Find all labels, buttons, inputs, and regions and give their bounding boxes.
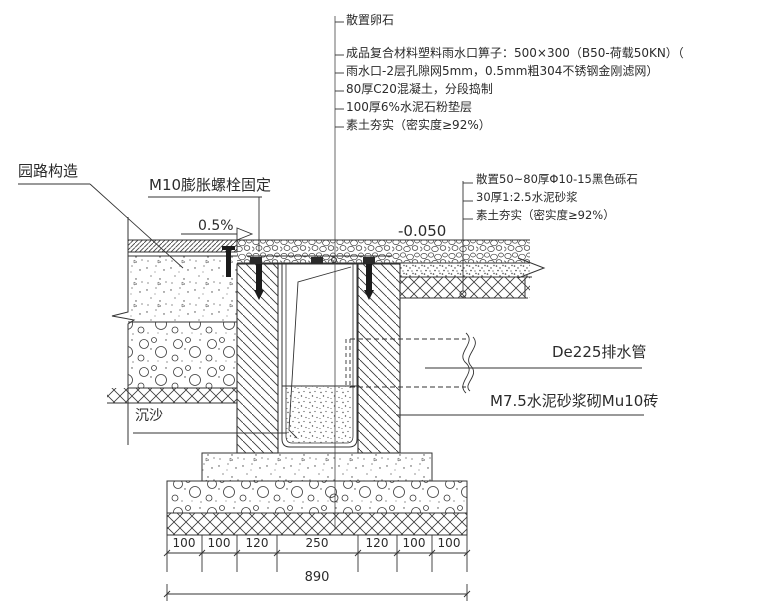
label-drain-pipe: De225排水管	[552, 343, 647, 361]
dim-segment: 100	[437, 536, 461, 550]
sediment-fill	[286, 386, 353, 443]
dim-segment: 120	[245, 536, 269, 550]
callout-compacted-soil: 素土夯实（密实度≥92%）	[346, 118, 491, 132]
callout-compacted-soil-right: 素土夯实（密实度≥92%）	[476, 208, 615, 222]
center-line	[329, 16, 339, 530]
dim-total: 890	[304, 570, 330, 585]
dim-segment: 100	[172, 536, 196, 550]
right-surface-layers	[400, 257, 546, 299]
dim-segment: 100	[402, 536, 426, 550]
callout-grate-spec: 成品复合材料塑料雨水口箅子：500×300（B50-荷载50KN）（	[346, 46, 684, 60]
callout-cement-mortar: 30厚1:2.5水泥砂浆	[476, 190, 578, 204]
funnel-plate	[288, 266, 352, 439]
grate-frame	[237, 255, 400, 265]
label-sediment: 沉沙	[135, 408, 163, 424]
dim-ticks	[163, 549, 471, 557]
left-pavement-section	[107, 217, 238, 445]
label-brick-masonry: M7.5水泥砂浆砌Mu10砖	[490, 392, 659, 410]
pebble-surface-layer	[237, 239, 530, 264]
drain-pipe	[350, 332, 476, 394]
label-slope: 0.5%	[198, 218, 234, 234]
dim-segment: 100	[207, 536, 231, 550]
foundation	[166, 452, 468, 536]
callout-scattered-pebbles: 散置卵石	[346, 13, 395, 27]
label-garden-path: 园路构造	[18, 162, 79, 180]
callout-grate-mesh-spec: 雨水口-2层孔隙网5mm，0.5mm粗304不锈钢金刚滤网）	[346, 64, 659, 78]
break-arrow	[517, 257, 546, 279]
dim-segment: 250	[305, 536, 329, 550]
pipe-break-symbol	[462, 332, 470, 394]
callout-black-gravel: 散置50~80厚Φ10-15黑色砾石	[476, 172, 638, 186]
label-elevation: -0.050	[398, 222, 447, 240]
slope-arrowhead	[236, 227, 254, 241]
dim-segment: 120	[365, 536, 389, 550]
callout-concrete-layer: 80厚C20混凝土，分段捣制	[346, 82, 493, 96]
expansion-bolts	[222, 246, 374, 300]
dimension-lines	[163, 535, 471, 601]
liner-box	[281, 264, 358, 448]
leader-lines	[18, 21, 644, 434]
label-anchor-bolt: M10膨胀螺栓固定	[149, 176, 272, 194]
callout-cushion-layer: 100厚6%水泥石粉垫层	[346, 100, 472, 114]
